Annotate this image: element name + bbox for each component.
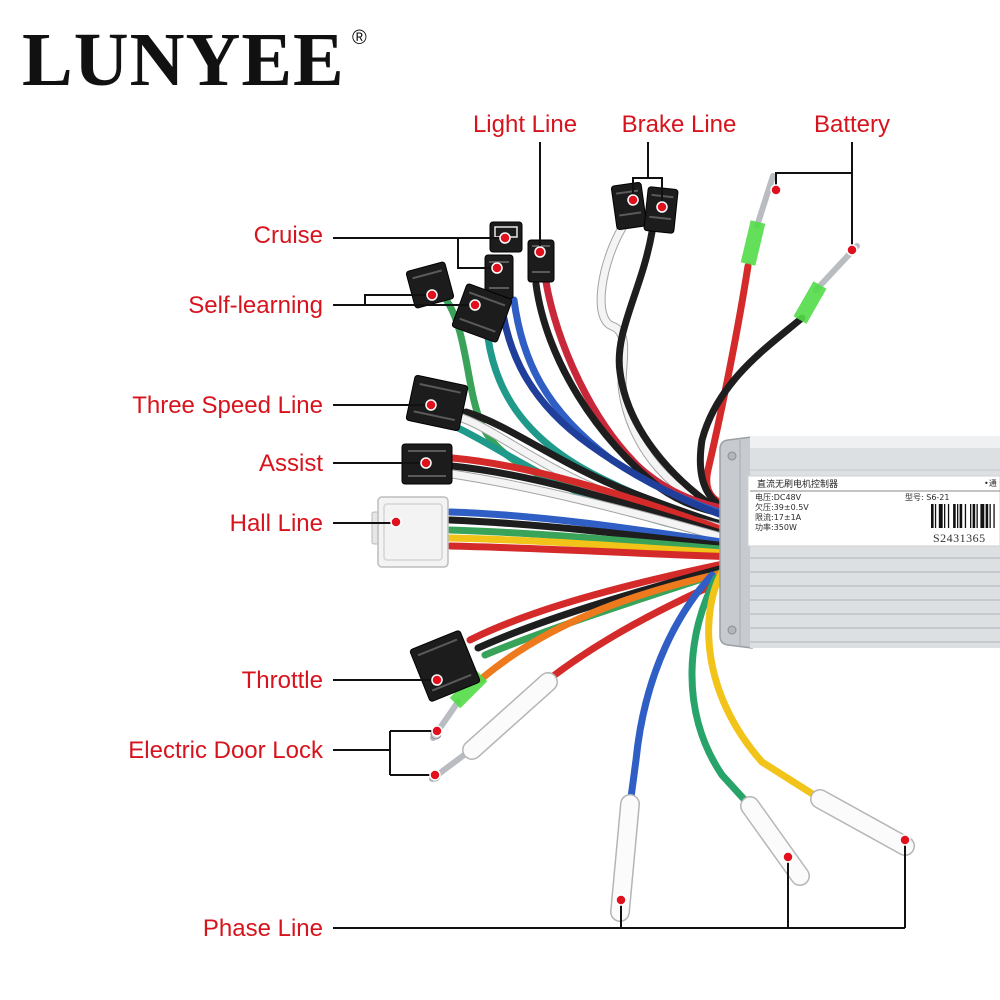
- door-lock-dot-bottom: [429, 769, 441, 781]
- cruise-dot-bottom: [491, 262, 503, 274]
- cruise-dark-blue-wire: [496, 288, 746, 526]
- phase-line-leader: [333, 842, 906, 929]
- assist-black-wire: [448, 462, 746, 544]
- self-learning-leader: [333, 294, 473, 306]
- phase-blue-sleeve: [611, 795, 639, 921]
- model-number: 型号: S6-21: [905, 493, 949, 502]
- marker-dots: [390, 184, 911, 906]
- door-lock-dot-top: [431, 725, 443, 737]
- brake-line-leader: [632, 142, 663, 206]
- label-light-line: Light Line: [473, 111, 577, 138]
- brake-white-wire: [597, 224, 746, 524]
- three-speed-black-wire: [462, 408, 746, 535]
- label-cruise: Cruise: [254, 222, 323, 249]
- self-learning-dot-right: [469, 299, 481, 311]
- registered-mark: ®: [352, 27, 367, 49]
- cruise-dot-top: [499, 232, 511, 244]
- spec-voltage: 电压:DC48V: [755, 492, 802, 502]
- hall-green-wire: [446, 526, 746, 555]
- throttle-connector: [409, 630, 481, 702]
- door-lock-orange-wire: [476, 565, 746, 684]
- assist-white-wire: [448, 470, 746, 547]
- phase-blue-wire: [626, 571, 716, 809]
- assist-dot: [420, 457, 432, 469]
- throttle-dot: [431, 674, 443, 686]
- serial-number: S2431365: [933, 531, 986, 545]
- hall-black-wire: [446, 516, 746, 552]
- throttle-black-wire: [474, 559, 746, 652]
- label-hall-line: Hall Line: [230, 510, 323, 537]
- hall-red-wire: [446, 542, 746, 561]
- phase-yellow-wire: [705, 568, 826, 804]
- brand-logo: LUNYEE ®: [22, 18, 367, 102]
- end-cap-screw-top: [727, 451, 737, 461]
- label-assist: Assist: [259, 450, 323, 477]
- battery-dot-top: [770, 184, 782, 196]
- battery-terminal-top: [754, 173, 776, 229]
- spec-undervoltage: 欠压:39±0.5V: [755, 502, 809, 512]
- sticker-title: 直流无刷电机控制器: [757, 478, 838, 490]
- phase-line-dot-green: [782, 851, 794, 863]
- controller: 直流无刷电机控制器 •通 电压:DC48V 欠压:39±0.5V 限流:17±1…: [719, 436, 1000, 649]
- brake-connector-left: [610, 182, 648, 230]
- sticker-corner-text: •通: [984, 478, 997, 488]
- label-brake-line: Brake Line: [622, 111, 737, 138]
- brake-line-dot-left: [627, 194, 639, 206]
- labels: Light Line Brake Line Battery Cruise Sel…: [128, 111, 890, 942]
- end-cap-screw-bottom: [727, 625, 737, 635]
- phase-green-wire: [688, 574, 756, 812]
- connectors: [371, 182, 679, 782]
- brake-line-dot-right: [656, 201, 668, 213]
- battery-black-wire: [696, 314, 806, 518]
- self-learning-dot-left: [426, 289, 438, 301]
- hall-blue-wire: [446, 508, 746, 549]
- electric-door-lock-leader: [333, 730, 435, 776]
- light-line-dot: [534, 246, 546, 258]
- battery-sleeve-bottom: [793, 281, 827, 324]
- phase-line-dot-yellow: [899, 834, 911, 846]
- hall-connector: [371, 496, 449, 568]
- hall-yellow-wire: [446, 534, 746, 558]
- assist-red-wire: [448, 454, 746, 541]
- spec-power: 功率:350W: [755, 522, 797, 532]
- label-battery: Battery: [814, 111, 890, 138]
- heat-sink-fins: [750, 557, 1000, 643]
- cruise-leader: [333, 237, 503, 269]
- label-self-learning: Self-learning: [188, 292, 323, 319]
- label-phase-line: Phase Line: [203, 915, 323, 942]
- hall-line-dot: [390, 516, 402, 528]
- spec-current-limit: 限流:17±1A: [755, 512, 802, 522]
- leader-lines: [333, 142, 906, 929]
- throttle-red-wire: [466, 556, 746, 644]
- label-throttle: Throttle: [242, 667, 323, 694]
- battery-sleeve-top: [740, 220, 766, 266]
- wires: [441, 223, 826, 812]
- label-electric-door-lock: Electric Door Lock: [128, 737, 324, 764]
- battery-leader: [775, 142, 853, 248]
- three-speed-connector: [405, 374, 469, 432]
- door-lock-white-sleeve: [463, 673, 557, 759]
- barcode: [931, 504, 995, 528]
- phase-line-dot-blue: [615, 894, 627, 906]
- logo-text: LUNYEE: [22, 18, 345, 102]
- self-learning-connector-left: [405, 261, 455, 309]
- label-three-speed-line: Three Speed Line: [132, 392, 323, 419]
- controller-end-cap: [719, 436, 753, 649]
- battery-dot-bottom: [846, 244, 858, 256]
- controller-sticker: 直流无刷电机控制器 •通 电压:DC48V 欠压:39±0.5V 限流:17±1…: [747, 475, 1000, 547]
- brake-black-wire: [615, 228, 746, 528]
- phase-yellow-sleeve: [811, 790, 914, 855]
- phase-green-sleeve: [741, 797, 809, 885]
- three-speed-line-dot: [425, 399, 437, 411]
